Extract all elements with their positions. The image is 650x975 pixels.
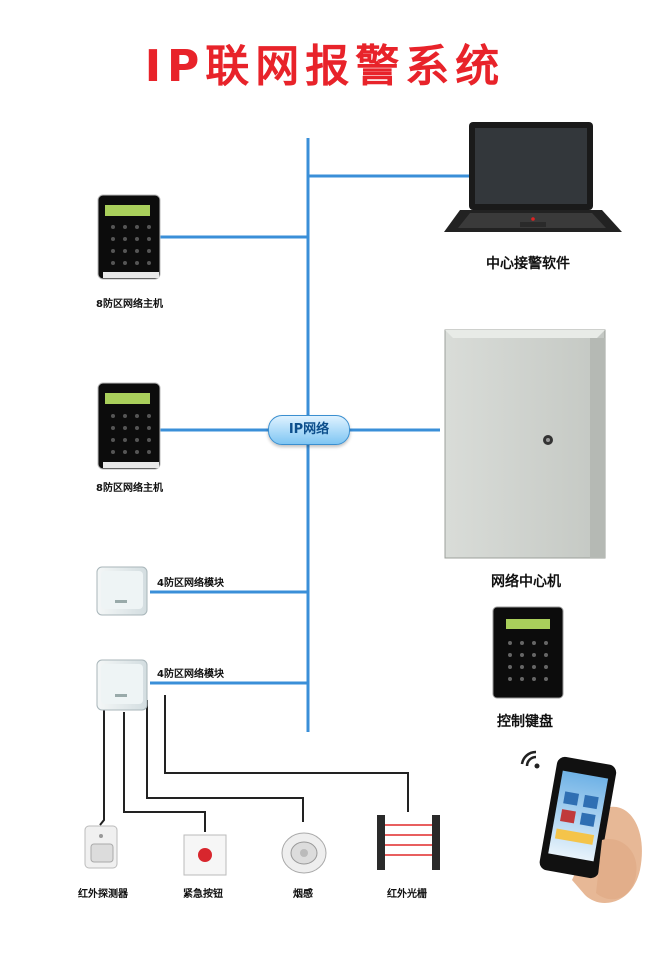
wifi-icon [520, 750, 540, 769]
label-center-software: 中心接警软件 [486, 256, 570, 272]
laptop-icon [444, 122, 622, 232]
label-network-center: 网络中心机 [491, 574, 561, 590]
label-module-2: 4防区网络模块 [157, 669, 224, 680]
panic-button-icon [183, 834, 227, 876]
page-title: IP联网报警系统 [144, 41, 506, 92]
host-keypad-icon-2 [97, 382, 161, 470]
label-smoke: 烟感 [293, 889, 313, 900]
host-keypad-buttons-1 [111, 225, 151, 265]
module-icon-2 [96, 659, 148, 711]
label-panic-button: 紧急按钮 [183, 889, 223, 900]
pir-detector-icon [84, 825, 118, 869]
label-pir: 红外探测器 [78, 889, 128, 900]
ip-network-badge: IP网络 [268, 415, 350, 445]
host-keypad-buttons-2 [111, 414, 151, 454]
control-keypad-icon [492, 606, 564, 699]
host-keypad-icon-1 [97, 194, 161, 280]
module-icon-1 [96, 566, 148, 616]
label-host-1: 8防区网络主机 [96, 299, 163, 310]
label-module-1: 4防区网络模块 [157, 578, 224, 589]
smoke-detector-icon [281, 832, 327, 874]
smartphone-icon [539, 756, 642, 903]
sensor-wires [99, 695, 409, 832]
label-beam: 红外光栅 [387, 889, 427, 900]
label-control-keypad: 控制键盘 [497, 714, 553, 730]
ir-beam-icon [377, 815, 440, 870]
control-keypad-buttons [508, 641, 548, 681]
label-host-2: 8防区网络主机 [96, 483, 163, 494]
cabinet-icon [444, 329, 606, 559]
